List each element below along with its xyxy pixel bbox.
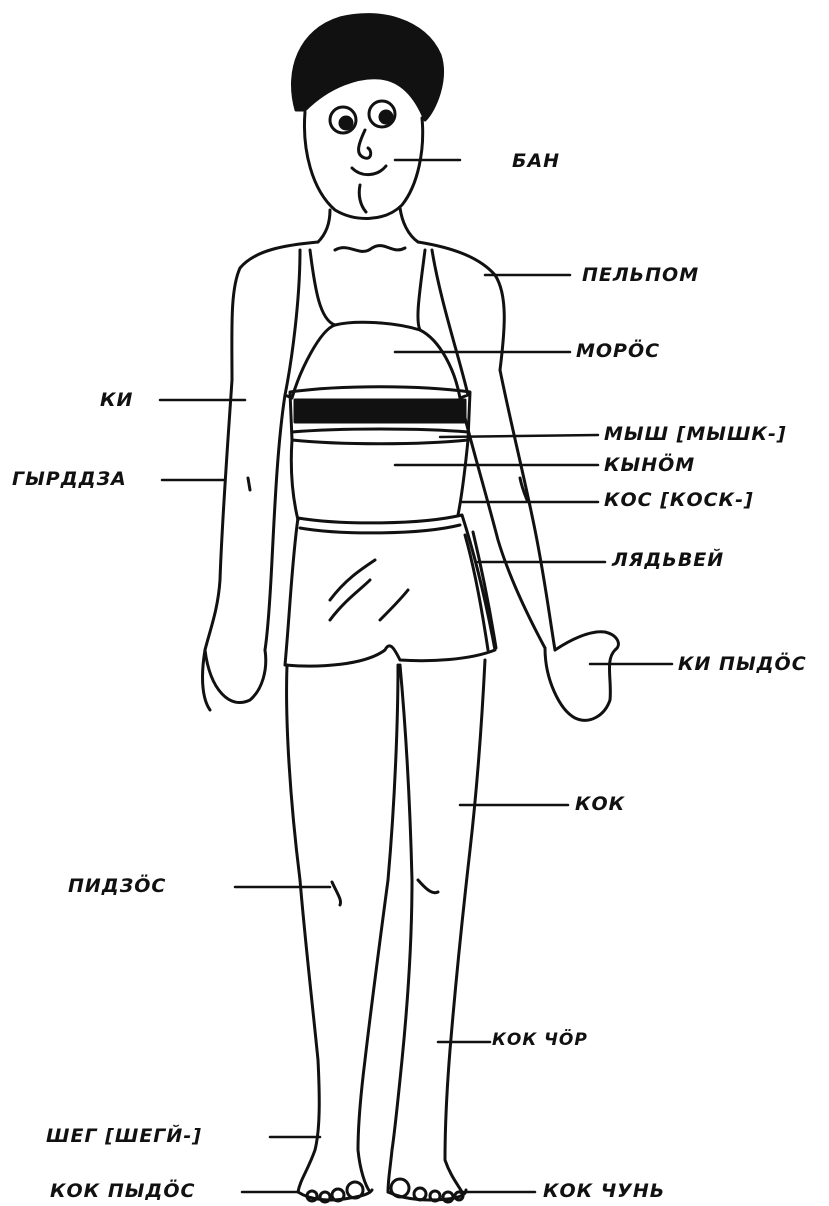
label-arm: КИ (100, 391, 133, 410)
neck (318, 208, 418, 242)
torso-left (291, 440, 298, 520)
label-toes: КОК ЧУНЬ (543, 1182, 665, 1201)
label-back: МЫШ [МЫШК-] (604, 425, 787, 444)
left-shoulder (232, 242, 318, 380)
label-elbow: ГЫРДДЗА (12, 470, 127, 489)
label-belly: КЫНÖМ (604, 456, 695, 475)
shorts (285, 515, 495, 666)
label-palm: КИ ПЫДÖС (678, 655, 807, 674)
right-arm (500, 370, 555, 650)
face (304, 112, 422, 218)
label-hip: ЛЯДЬВЕЙ (612, 551, 724, 570)
label-chest: МОРÖС (576, 342, 660, 361)
mouth (352, 166, 386, 175)
leader-back (440, 435, 598, 437)
nose (359, 130, 371, 158)
torso-right (458, 440, 468, 515)
label-ankle: ШЕГ [ШЕГЙ-] (46, 1127, 202, 1146)
label-sole: КОК ПЫДÖС (50, 1182, 195, 1201)
label-knee: ПИДЗÖС (68, 877, 166, 896)
hair (293, 15, 443, 120)
label-shin: КОК ЧÖР (492, 1032, 588, 1049)
label-waist: КОС [КОСК-] (604, 491, 754, 510)
right-hand (545, 632, 618, 721)
right-leg (388, 665, 412, 1192)
label-head: БАН (512, 152, 560, 171)
label-leg: КОК (575, 795, 625, 814)
label-shoulder: ПЕЛЬПОМ (582, 266, 699, 285)
left-leg (287, 665, 320, 1192)
